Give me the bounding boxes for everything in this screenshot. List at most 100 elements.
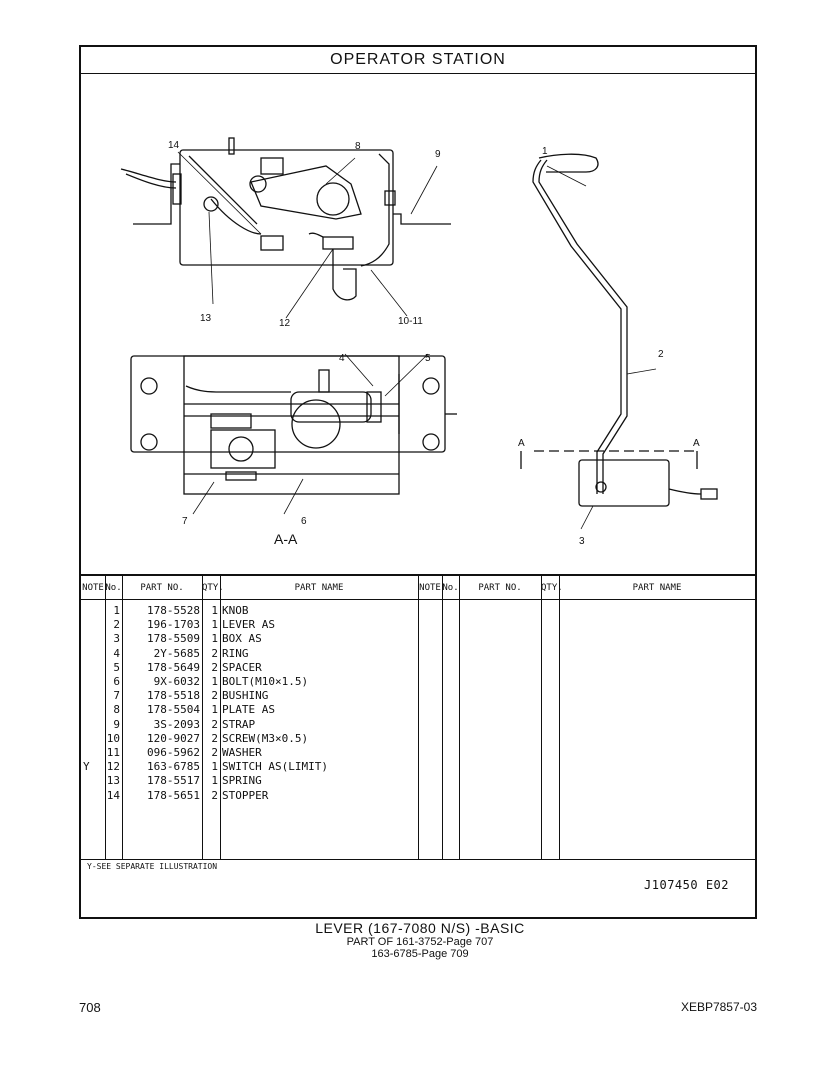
row-note: Y — [83, 760, 90, 774]
callout-12: 12 — [279, 318, 291, 329]
callout-13: 13 — [200, 313, 212, 324]
row-item-number: 5 — [113, 660, 120, 674]
section-title: OPERATOR STATION — [81, 47, 755, 74]
footnote: Y-SEE SEPARATE ILLUSTRATION — [87, 862, 218, 871]
caption-title: LEVER (167-7080 N/S) -BASIC — [315, 920, 525, 936]
callout-5: 5 — [425, 353, 431, 364]
row-item-number: 14 — [106, 788, 120, 802]
row-quantity: 2 — [211, 646, 218, 660]
row-item-number: 6 — [113, 675, 120, 688]
callout-2: 2 — [658, 349, 664, 360]
column-header-note: NOTE — [81, 576, 105, 600]
view-label: A-A — [274, 531, 298, 547]
row-item-number: 4 — [113, 646, 120, 660]
document-code: XEBP7857-03 — [680, 1000, 757, 1014]
exploded-view-drawing: 1 2 3 4 5 6 7 8 9 10-11 12 13 14 A A A-A — [120, 137, 718, 547]
row-part-number: 2Y-5685 — [153, 646, 200, 660]
parts-frame: OPERATOR STATION — [79, 45, 757, 919]
callout-10-11: 10-11 — [398, 316, 423, 327]
column-header-part-name: PART NAME — [220, 576, 418, 600]
row-part-number: 3S-2093 — [153, 717, 200, 731]
row-part-name: SCREW(M3×0.5) — [222, 731, 309, 745]
lever-mechanism-top-view — [120, 137, 451, 301]
row-part-name: KNOB — [222, 604, 249, 617]
column-header-qty-2: QTY. — [541, 576, 563, 600]
row-part-name: SPACER — [222, 660, 262, 674]
row-part-name: LEVER AS — [222, 618, 275, 632]
row-part-name: STOPPER — [222, 788, 269, 802]
row-part-number: 163-6785 — [147, 760, 200, 774]
callout-1: 1 — [542, 146, 548, 157]
row-quantity: 2 — [211, 689, 218, 703]
caption-part-of: PART OF 161-3752-Page 707 — [346, 936, 494, 948]
row-part-name: SWITCH AS(LIMIT) — [222, 760, 328, 774]
parts-list-table: NOTE No. PART NO. QTY. PART NAME NOTE No… — [81, 574, 755, 919]
column-header-part-name-2: PART NAME — [559, 576, 755, 600]
row-quantity: 1 — [211, 760, 218, 774]
row-part-name: BOX AS — [222, 632, 262, 646]
callout-3: 3 — [579, 536, 585, 547]
row-item-number: 11 — [106, 746, 120, 759]
caption-reference: 163-6785-Page 709 — [371, 948, 469, 960]
row-quantity: 2 — [211, 746, 218, 759]
column-header-qty: QTY. — [202, 576, 224, 600]
row-item-number: 12 — [106, 760, 120, 774]
column-header-part-no-2: PART NO. — [459, 576, 541, 600]
callout-8: 8 — [355, 141, 361, 152]
row-part-number: 178-5528 — [147, 604, 200, 617]
row-quantity: 2 — [211, 788, 218, 802]
row-part-number: 178-5649 — [147, 660, 200, 674]
row-quantity: 1 — [211, 703, 218, 717]
column-header-part-no: PART NO. — [122, 576, 202, 600]
lever-assembly — [520, 153, 718, 507]
callout-leaders — [177, 151, 657, 530]
row-part-name: BOLT(M10×1.5) — [222, 675, 309, 688]
row-part-number: 196-1703 — [147, 618, 200, 632]
section-view-aa — [130, 355, 457, 495]
row-part-number: 178-5504 — [147, 703, 200, 717]
row-item-number: 10 — [106, 731, 120, 745]
callout-14: 14 — [168, 140, 180, 151]
row-quantity: 1 — [211, 604, 218, 617]
row-item-number: 1 — [113, 604, 120, 617]
callout-9: 9 — [435, 149, 441, 160]
row-quantity: 1 — [211, 618, 218, 632]
row-part-number: 178-5651 — [147, 788, 200, 802]
row-part-number: 178-5518 — [147, 689, 200, 703]
row-item-number: 13 — [106, 774, 120, 788]
row-part-number: 120-9027 — [147, 731, 200, 745]
row-part-number: 178-5517 — [147, 774, 200, 788]
row-quantity: 2 — [211, 660, 218, 674]
row-part-name: BUSHING — [222, 689, 269, 703]
callout-6: 6 — [301, 516, 307, 527]
row-part-number: 096-5962 — [147, 746, 200, 759]
row-quantity: 2 — [211, 717, 218, 731]
row-part-name: WASHER — [222, 746, 262, 759]
row-quantity: 1 — [211, 675, 218, 688]
row-part-number: 178-5509 — [147, 632, 200, 646]
row-part-name: RING — [222, 646, 249, 660]
row-item-number: 7 — [113, 689, 120, 703]
row-part-name: PLATE AS — [222, 703, 275, 717]
row-part-name: SPRING — [222, 774, 262, 788]
parts-illustration: 1 2 3 4 5 6 7 8 9 10-11 12 13 14 A A A-A — [81, 74, 755, 574]
column-header-note-2: NOTE — [418, 576, 442, 600]
row-quantity: 1 — [211, 632, 218, 646]
column-header-no: No. — [105, 576, 122, 600]
section-marker-left: A — [518, 438, 525, 449]
callout-numbers: 1 2 3 4 5 6 7 8 9 10-11 12 13 14 A A A-A — [168, 140, 700, 547]
row-quantity: 2 — [211, 731, 218, 745]
row-item-number: 3 — [113, 632, 120, 646]
column-header-no-2: No. — [442, 576, 459, 600]
row-item-number: 8 — [113, 703, 120, 717]
row-item-number: 2 — [113, 618, 120, 632]
row-part-number: 9X-6032 — [153, 675, 200, 688]
row-item-number: 9 — [113, 717, 120, 731]
callout-7: 7 — [182, 516, 188, 527]
row-part-name: STRAP — [222, 717, 256, 731]
page-number: 708 — [79, 1000, 101, 1015]
drawing-number: J107450 E02 — [644, 878, 729, 892]
row-quantity: 1 — [211, 774, 218, 788]
callout-4: 4 — [339, 353, 345, 364]
section-marker-right: A — [693, 438, 700, 449]
